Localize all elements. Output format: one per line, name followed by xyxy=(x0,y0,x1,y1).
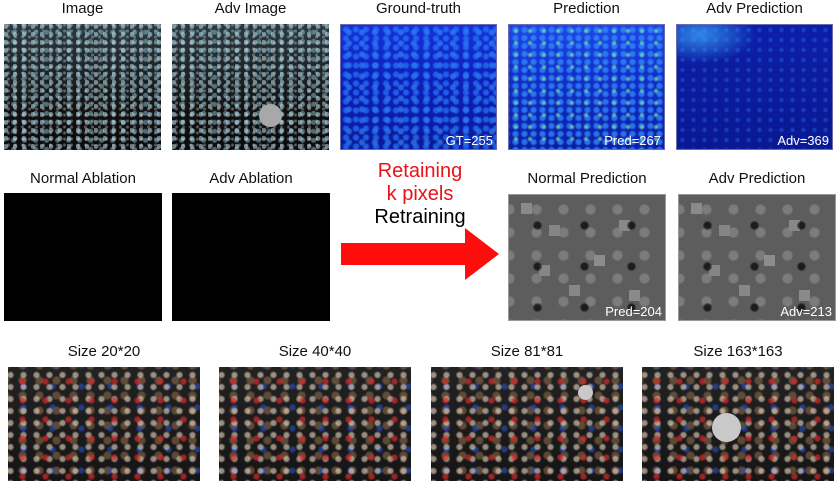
adversarial-patch-163 xyxy=(712,413,741,442)
title-size-81: Size 81*81 xyxy=(490,343,564,360)
panel-adv-ablation xyxy=(172,193,330,321)
pred-count: Pred=267 xyxy=(604,133,661,148)
arrow-label-k-pixels: k pixels xyxy=(386,183,454,205)
panel-normal-ablation xyxy=(4,193,162,321)
title-size-40: Size 40*40 xyxy=(278,343,352,360)
title-size-20: Size 20*20 xyxy=(67,343,141,360)
panel-prediction: Pred=267 xyxy=(508,24,665,150)
panel-adv-prediction: Adv=369 xyxy=(676,24,833,150)
adv-count: Adv=369 xyxy=(777,133,829,148)
title-ground-truth: Ground-truth xyxy=(375,0,462,17)
adv-pred-count: Adv=213 xyxy=(780,304,832,319)
panel-size-40 xyxy=(219,367,411,481)
panel-normal-prediction: Pred=204 xyxy=(508,194,666,321)
normal-pred-count: Pred=204 xyxy=(605,304,662,319)
right-arrow-icon xyxy=(341,228,499,280)
panel-adv-prediction-2: Adv=213 xyxy=(678,194,836,321)
title-adv-image: Adv Image xyxy=(214,0,287,17)
title-image: Image xyxy=(61,0,104,17)
title-adv-prediction: Adv Prediction xyxy=(706,0,803,17)
panel-image xyxy=(4,24,161,150)
panel-size-81 xyxy=(431,367,623,481)
title-normal-ablation: Normal Ablation xyxy=(30,170,136,187)
title-prediction: Prediction xyxy=(553,0,620,17)
title-adv-ablation: Adv Ablation xyxy=(209,170,293,187)
panel-size-163 xyxy=(642,367,834,481)
arrow-label-retraining: Retraining xyxy=(374,206,466,228)
title-size-163: Size 163*163 xyxy=(693,343,783,360)
panel-adv-image xyxy=(172,24,329,150)
title-adv-prediction-2: Adv Prediction xyxy=(708,170,806,187)
adversarial-patch xyxy=(259,104,282,127)
panel-ground-truth: GT=255 xyxy=(340,24,497,150)
panel-size-20 xyxy=(8,367,200,481)
gt-count: GT=255 xyxy=(445,133,493,148)
adversarial-patch-81 xyxy=(578,385,593,400)
arrow-label-retaining: Retaining xyxy=(377,160,463,182)
title-normal-prediction: Normal Prediction xyxy=(527,170,647,187)
